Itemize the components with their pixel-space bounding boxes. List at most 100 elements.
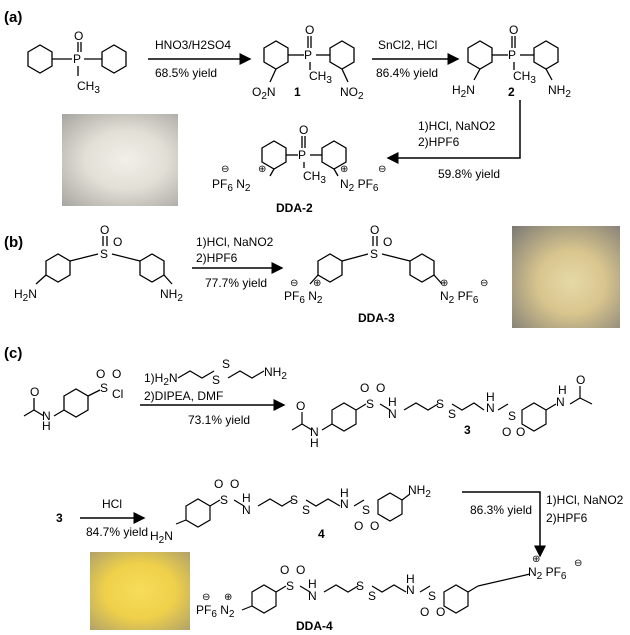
- dda-4-structure: [241, 584, 479, 614]
- svg-text:CH3: CH3: [77, 79, 100, 96]
- svg-text:O: O: [370, 223, 379, 237]
- svg-text:O: O: [30, 385, 39, 399]
- dda-3-powder-photo: [512, 226, 620, 328]
- svg-text:O: O: [502, 425, 511, 439]
- svg-text:N2 PF6: N2 PF6: [528, 565, 567, 582]
- svg-text:PF6 N2: PF6 N2: [284, 289, 323, 306]
- svg-text:P: P: [298, 148, 306, 162]
- svg-text:O: O: [305, 23, 314, 37]
- dda-3-structure: [309, 236, 443, 285]
- reagent-a3-2: 2)HPF6: [418, 135, 460, 149]
- reagent-a2: SnCl2, HCl: [378, 38, 437, 52]
- dda-4-label: DDA-4: [296, 619, 333, 633]
- dapsone-structure: [35, 236, 173, 285]
- svg-text:S: S: [428, 589, 436, 603]
- svg-text:S: S: [100, 381, 108, 395]
- yield-a3: 59.8% yield: [438, 167, 500, 181]
- compound-2-label: 2: [508, 85, 515, 99]
- svg-text:S: S: [100, 247, 108, 261]
- svg-text:N: N: [556, 395, 565, 409]
- svg-text:S: S: [222, 357, 230, 371]
- svg-text:O: O: [74, 29, 83, 43]
- yield-c2: 84.7% yield: [86, 525, 148, 539]
- reagent-c3-2: 2)HPF6: [546, 511, 588, 525]
- svg-text:O: O: [420, 605, 429, 619]
- svg-text:⊖: ⊖: [221, 164, 229, 175]
- svg-text:P: P: [304, 48, 312, 62]
- svg-text:O: O: [354, 519, 363, 533]
- acetamidobenzenesulfonyl-chloride-structure: [23, 388, 101, 418]
- yield-a1: 68.5% yield: [155, 66, 217, 80]
- svg-text:O: O: [280, 563, 289, 577]
- svg-text:CH3: CH3: [303, 169, 326, 186]
- svg-text:O: O: [299, 123, 308, 137]
- cystamine-structure: [177, 370, 265, 379]
- svg-text:NH2: NH2: [264, 365, 287, 382]
- svg-text:O: O: [100, 223, 109, 237]
- svg-text:NH2: NH2: [548, 83, 571, 100]
- svg-text:NO2: NO2: [340, 85, 364, 102]
- svg-text:H: H: [406, 572, 415, 586]
- svg-text:CH3: CH3: [513, 69, 536, 86]
- panel-a-label: (a): [4, 9, 22, 26]
- dda-2-label: DDA-2: [276, 201, 313, 215]
- svg-text:H: H: [308, 577, 317, 591]
- reaction-arrow-a3: [386, 100, 521, 164]
- yield-c1: 73.1% yield: [188, 413, 250, 427]
- svg-text:S: S: [220, 493, 228, 507]
- svg-text:O: O: [112, 367, 121, 381]
- compound-4-label: 4: [318, 527, 325, 541]
- svg-text:S: S: [436, 397, 444, 411]
- svg-text:⊖: ⊖: [290, 278, 298, 289]
- dda-2-structure: [261, 136, 347, 177]
- svg-text:O: O: [360, 381, 369, 395]
- reaction-arrow-c3: [462, 491, 546, 558]
- svg-text:S: S: [366, 397, 374, 411]
- yield-b: 77.7% yield: [205, 276, 267, 290]
- svg-text:H: H: [242, 491, 251, 505]
- svg-text:CH3: CH3: [309, 69, 332, 86]
- dda-4-powder-photo: [90, 552, 190, 630]
- svg-text:O: O: [113, 235, 122, 249]
- svg-text:O: O: [576, 373, 585, 387]
- svg-text:O: O: [383, 235, 392, 249]
- reagent-a1: HNO3/H2SO4: [155, 38, 231, 52]
- svg-text:S: S: [290, 493, 298, 507]
- svg-text:⊖: ⊖: [202, 592, 210, 603]
- svg-text:H: H: [486, 390, 495, 404]
- svg-text:O: O: [516, 425, 525, 439]
- svg-text:S: S: [356, 579, 364, 593]
- svg-text:S: S: [448, 407, 456, 421]
- reagent-b-2: 2)HPF6: [196, 251, 238, 265]
- svg-text:NH2: NH2: [408, 483, 431, 500]
- svg-text:PF6 N2: PF6 N2: [212, 177, 251, 194]
- svg-text:S: S: [362, 503, 370, 517]
- svg-text:O: O: [96, 367, 105, 381]
- reagent-c3-1: 1)HCl, NaNO2: [546, 493, 624, 507]
- yield-c3: 86.3% yield: [470, 503, 532, 517]
- svg-text:N: N: [388, 407, 397, 421]
- reagent-c2: HCl: [102, 497, 122, 511]
- svg-text:H: H: [310, 436, 319, 450]
- reagent-a3-1: 1)HCl, NaNO2: [418, 119, 496, 133]
- svg-text:⊕: ⊕: [532, 554, 540, 565]
- svg-text:O2N: O2N: [252, 85, 276, 102]
- svg-text:N: N: [340, 497, 349, 511]
- svg-text:H2N: H2N: [452, 83, 475, 100]
- reagent-b-1: 1)HCl, NaNO2: [196, 235, 274, 249]
- panel-c-label: (c): [4, 345, 22, 362]
- svg-text:N: N: [42, 409, 51, 423]
- svg-text:N: N: [406, 583, 415, 597]
- svg-text:PF6 N2: PF6 N2: [196, 603, 235, 620]
- compound-1-label: 1: [294, 85, 301, 99]
- svg-text:O: O: [509, 23, 518, 37]
- svg-text:H: H: [388, 395, 397, 409]
- svg-text:S: S: [302, 503, 310, 517]
- svg-text:S: S: [370, 247, 378, 261]
- svg-text:N: N: [308, 589, 317, 603]
- svg-text:⊖: ⊖: [480, 278, 488, 289]
- svg-text:N2 PF6: N2 PF6: [340, 177, 379, 194]
- svg-text:⊕: ⊕: [224, 592, 232, 603]
- dinitro-compound-structure: [263, 36, 355, 83]
